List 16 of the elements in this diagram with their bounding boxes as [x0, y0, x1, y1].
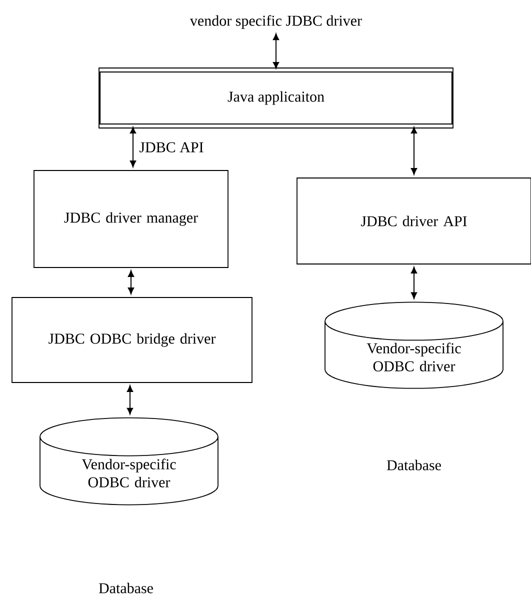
arrow — [128, 270, 134, 294]
arrow — [272, 33, 280, 69]
text-label: Database — [386, 460, 441, 470]
process-box: JDBC ODBC bridge driver — [12, 297, 252, 383]
cylinder: Vendor-specific ODBC driver — [324, 302, 504, 389]
application-box: Java applicaiton — [98, 68, 454, 128]
arrow — [130, 126, 136, 168]
process-box: JDBC driver API — [296, 178, 531, 264]
arrow — [410, 126, 418, 175]
text-label: vendor specific JDBC driver — [190, 15, 362, 29]
edge-label: JDBC API — [138, 141, 205, 154]
arrow — [410, 266, 418, 299]
text-label: Database — [98, 582, 153, 594]
cylinder: Vendor-specific ODBC driver — [40, 417, 218, 506]
process-box: JDBC driver manager — [34, 170, 228, 268]
arrow — [126, 385, 134, 415]
